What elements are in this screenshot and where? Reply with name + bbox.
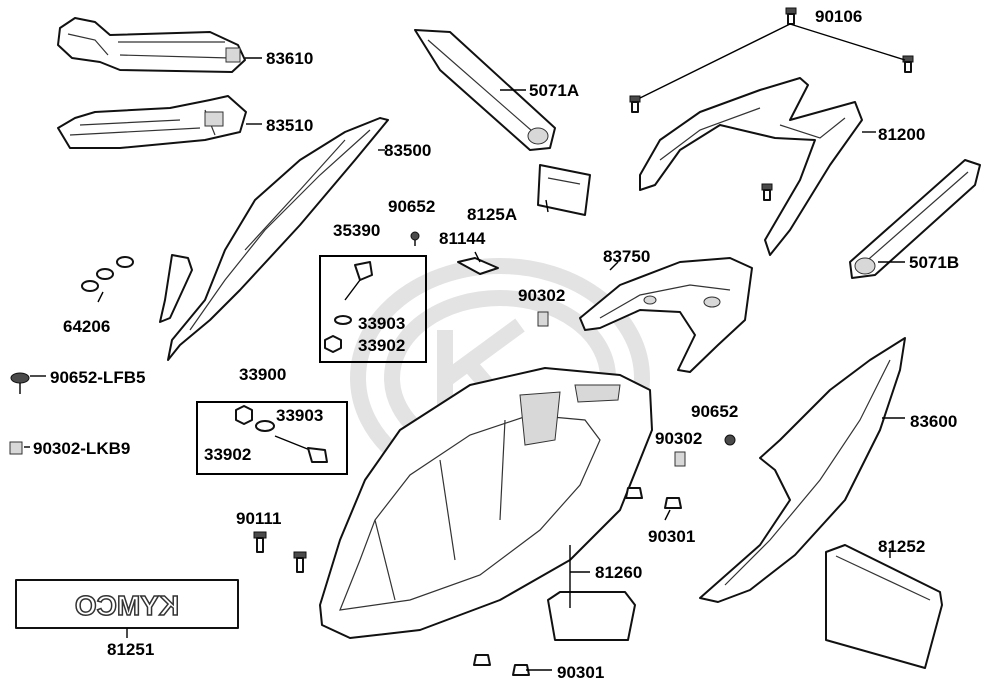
label-90111: 90111: [236, 509, 282, 528]
part-90652-LFB5-drawing: [10, 372, 30, 394]
part-90302-nut-mid-drawing: [537, 311, 549, 327]
label-33902-b: 33902: [204, 445, 252, 464]
kit-33900-box: [196, 401, 348, 475]
part-81260-drawing: [319, 367, 653, 639]
part-8125A-drawing: [537, 164, 591, 216]
leader-lines: [24, 57, 905, 671]
part-83610-drawing: [57, 17, 246, 73]
part-83600-drawing: [699, 337, 906, 603]
label-90302-LKB9: 90302-LKB9: [33, 439, 131, 458]
part-90301-cap-right-drawing: [625, 487, 682, 509]
label-81200: 81200: [878, 125, 926, 144]
label-90302-right: 90302: [655, 429, 703, 448]
part-90652-clip-right-drawing: [724, 434, 736, 446]
label-5071B: 5071B: [909, 253, 960, 272]
label-35390: 35390: [333, 221, 381, 240]
kit-35390-box: [319, 255, 427, 363]
part-81260-liner-drawing: [547, 591, 636, 641]
label-33903-b: 33903: [276, 406, 324, 425]
part-90302-LKB9-drawing: [9, 441, 23, 455]
part-81200-drawing: [639, 77, 863, 256]
label-81252: 81252: [878, 537, 926, 556]
label-90106: 90106: [815, 7, 863, 26]
label-90301-bottom: 90301: [557, 663, 605, 682]
label-90652-LFB5: 90652-LFB5: [50, 368, 146, 387]
label-81251: 81251: [107, 640, 155, 659]
label-90301-right: 90301: [648, 527, 696, 546]
part-clip-left-drawing: [159, 254, 193, 323]
part-83500-drawing: [167, 117, 389, 361]
label-83600: 83600: [910, 412, 958, 431]
part-5071B-drawing: [849, 159, 981, 279]
part-90302-nut-right-drawing: [674, 451, 686, 467]
part-81252-drawing: [825, 544, 943, 669]
part-64206-drawing: [81, 256, 134, 292]
label-83750: 83750: [603, 247, 651, 266]
label-81144: 81144: [439, 229, 486, 248]
label-83510: 83510: [266, 116, 314, 135]
label-33903-a: 33903: [358, 314, 406, 333]
part-5071A-drawing: [414, 29, 556, 151]
part-90652-screw-top-drawing: [410, 231, 420, 246]
part-90111-screws-drawing: [253, 531, 307, 573]
label-90652-right: 90652: [691, 402, 739, 421]
label-8125A: 8125A: [467, 205, 518, 224]
label-81260: 81260: [595, 563, 643, 582]
label-90652-top: 90652: [388, 197, 436, 216]
label-33902-a: 33902: [358, 336, 406, 355]
label-5071A: 5071A: [529, 81, 580, 100]
part-90106-bolts-drawing: [629, 7, 914, 201]
label-83610: 83610: [266, 49, 314, 68]
label-90302-mid: 90302: [518, 286, 566, 305]
label-33900: 33900: [239, 365, 287, 384]
label-83500: 83500: [384, 141, 432, 160]
part-81144-drawing: [457, 257, 499, 275]
part-83750-drawing: [579, 257, 753, 373]
label-64206: 64206: [63, 317, 111, 336]
part-83510-drawing: [57, 95, 247, 149]
svg-text:KYMCO: KYMCO: [75, 590, 179, 621]
part-81251-drawing: KYMCO: [15, 579, 239, 629]
part-90301-cap-bottom-drawing: [473, 654, 530, 676]
